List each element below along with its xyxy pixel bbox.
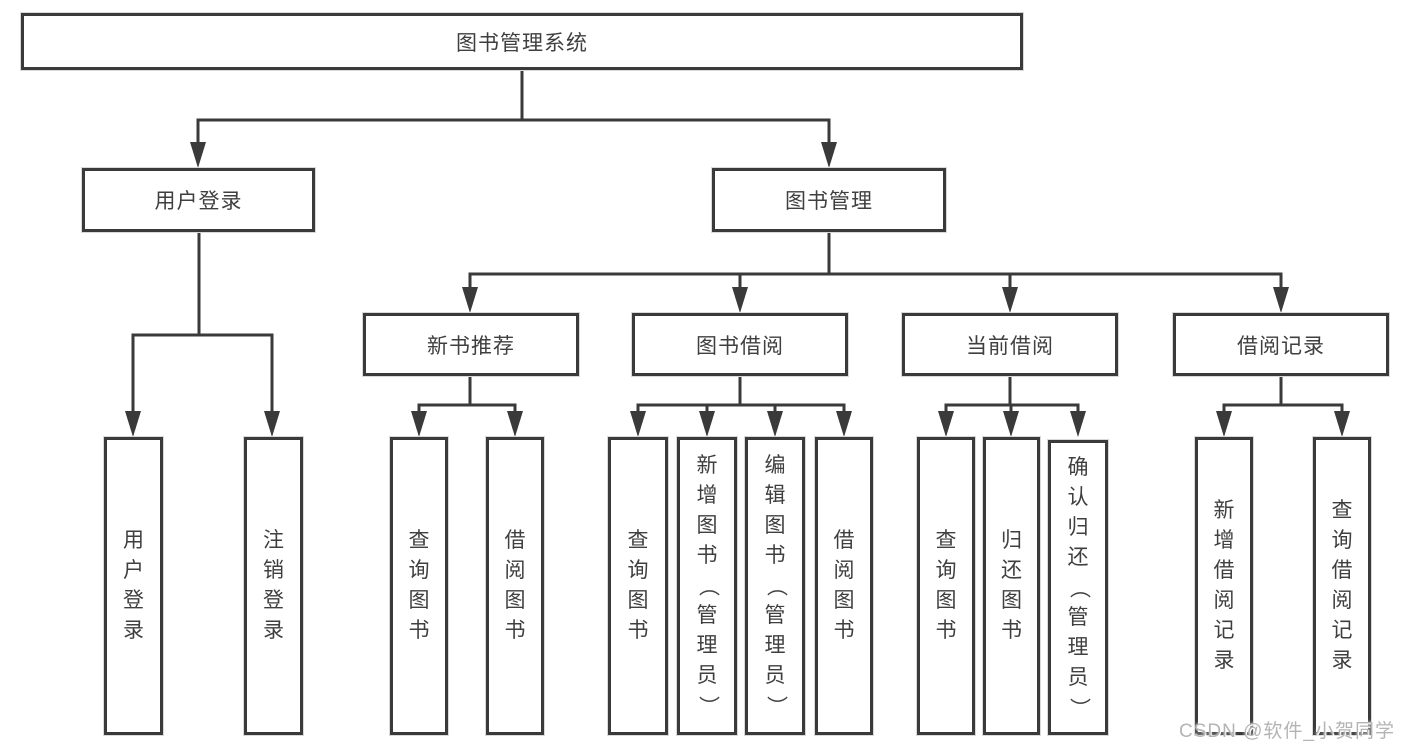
arrowhead-icon (1003, 411, 1019, 437)
arrowhead-icon (1216, 411, 1232, 437)
connector-line (131, 231, 274, 415)
node-borrow-records: 借阅记录 (1173, 313, 1389, 376)
node-user-login-leaf: 用户登录 (104, 437, 163, 735)
node-add-borrow-record: 新增借阅记录 (1195, 437, 1253, 735)
node-user-login: 用户登录 (82, 168, 315, 232)
node-label: 图书管理系统 (456, 31, 588, 55)
node-confirm-return-admin: 确认归还（管理员） (1048, 440, 1108, 735)
connector-new-book-to-children (411, 374, 523, 437)
arrowhead-icon (630, 411, 646, 437)
connector-line (944, 374, 1080, 415)
node-query-books-recommend: 查询图书 (390, 437, 448, 735)
arrowhead-icon (264, 411, 280, 437)
arrowhead-icon (1273, 287, 1289, 313)
arrowhead-icon (732, 287, 748, 313)
node-root: 图书管理系统 (21, 13, 1023, 70)
connector-borrow-records-to-children (1216, 374, 1350, 437)
node-label: 当前借阅 (966, 334, 1054, 358)
arrowhead-icon (821, 142, 837, 168)
node-query-books-borrow: 查询图书 (608, 437, 668, 735)
arrowhead-icon (836, 411, 852, 437)
node-label: 借阅记录 (1237, 334, 1325, 358)
node-current-borrow: 当前借阅 (902, 313, 1118, 376)
node-query-books-current: 查询图书 (917, 437, 975, 735)
connector-current-borrow-to-children (938, 374, 1086, 437)
connector-line (417, 374, 517, 415)
arrowhead-icon (1002, 287, 1018, 313)
node-book-borrow: 图书借阅 (632, 313, 848, 376)
arrowhead-icon (411, 411, 427, 437)
arrowhead-icon (767, 411, 783, 437)
node-new-book-recommend: 新书推荐 (363, 313, 579, 376)
arrowhead-icon (1334, 411, 1350, 437)
node-label: 新书推荐 (427, 334, 515, 358)
connector-user-login-to-children (125, 231, 280, 437)
node-book-management: 图书管理 (712, 168, 946, 232)
node-borrow-books-leaf: 借阅图书 (815, 437, 873, 735)
arrowhead-icon (699, 411, 715, 437)
arrowhead-icon (462, 287, 478, 313)
node-query-borrow-record: 查询借阅记录 (1313, 437, 1371, 735)
connector-line (1222, 374, 1344, 415)
arrowhead-icon (507, 411, 523, 437)
connector-line (196, 68, 831, 147)
arrowhead-icon (125, 411, 141, 437)
node-label: 图书借阅 (696, 334, 784, 358)
connector-root-to-level2 (190, 68, 837, 168)
connector-book-borrow-to-children (630, 374, 852, 437)
node-return-books: 归还图书 (983, 437, 1040, 735)
arrowhead-icon (938, 411, 954, 437)
node-label: 用户登录 (154, 190, 243, 213)
node-logout-leaf: 注销登录 (244, 437, 303, 735)
connector-book-management-to-level3 (462, 231, 1289, 313)
connector-line (468, 231, 1283, 291)
arrowhead-icon (190, 142, 206, 168)
watermark-text: CSDN @软件_小贺同学 (1179, 721, 1395, 742)
node-edit-books-admin: 编辑图书（管理员） (745, 437, 805, 735)
connector-line (636, 374, 846, 415)
node-add-books-admin: 新增图书（管理员） (677, 437, 737, 735)
arrowhead-icon (1070, 411, 1086, 437)
node-borrow-books-recommend: 借阅图书 (486, 437, 544, 735)
node-label: 图书管理 (785, 190, 873, 213)
